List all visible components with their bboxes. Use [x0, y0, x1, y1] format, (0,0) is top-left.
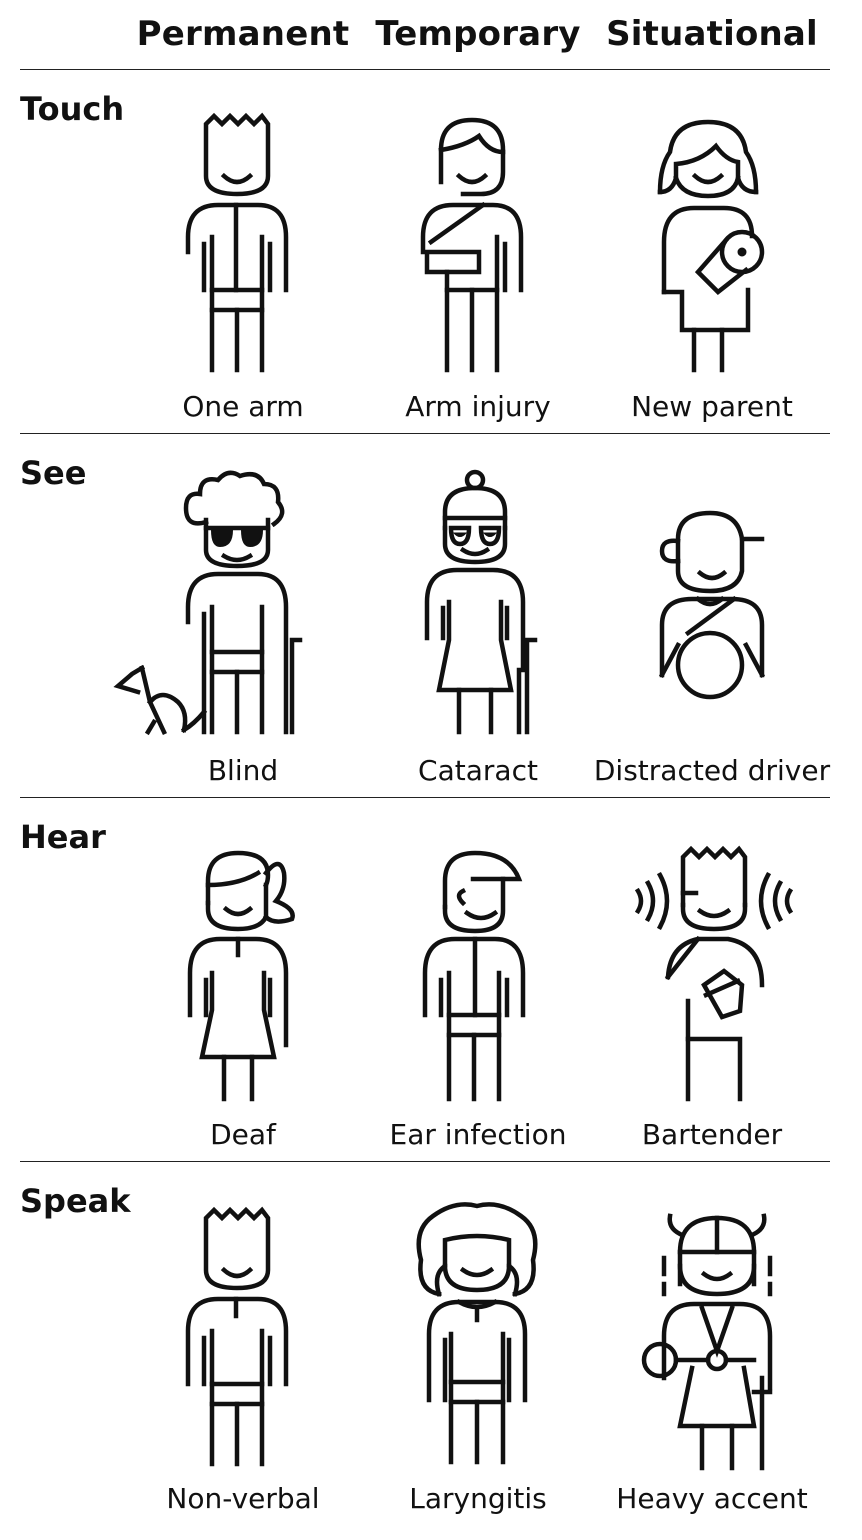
caption-deaf: Deaf [210, 1118, 276, 1151]
laryngitis-icon [416, 1202, 538, 1465]
caption-arm-injury: Arm injury [405, 390, 551, 423]
caption-ear-infection: Ear infection [389, 1118, 567, 1151]
caption-new-parent: New parent [631, 390, 793, 423]
row-header-see: See [20, 454, 87, 492]
deaf-person-icon [187, 850, 295, 1102]
caption-blind: Blind [207, 754, 279, 787]
caption-bartender: Bartender [641, 1118, 783, 1151]
one-arm-icon [185, 112, 289, 373]
non-verbal-icon [185, 1206, 289, 1467]
column-header-permanent: Permanent [136, 14, 350, 54]
bartender-icon [634, 845, 794, 1102]
column-header-temporary: Temporary [375, 14, 581, 54]
row-divider-hear [20, 1161, 830, 1162]
row-divider-touch [20, 433, 830, 434]
caption-one-arm: One arm [182, 390, 304, 423]
ear-infection-icon [422, 850, 526, 1102]
arm-sling-icon [420, 117, 524, 373]
heavy-accent-icon [641, 1213, 773, 1471]
cataract-person-with-cane-icon [424, 469, 538, 735]
row-divider-see [20, 797, 830, 798]
caption-heavy-accent: Heavy accent [616, 1482, 808, 1515]
row-header-touch: Touch [20, 90, 125, 128]
blind-person-with-dog-icon [113, 470, 303, 736]
row-header-hear: Hear [20, 818, 106, 856]
header-divider [20, 69, 830, 70]
caption-non-verbal: Non-verbal [166, 1482, 320, 1515]
caption-cataract: Cataract [418, 754, 538, 787]
parent-with-baby-icon [657, 119, 765, 373]
column-header-situational: Situational [606, 14, 818, 54]
caption-distracted-driver: Distracted driver [593, 754, 831, 787]
row-header-speak: Speak [20, 1182, 131, 1220]
caption-laryngitis: Laryngitis [409, 1482, 547, 1515]
driver-with-steering-wheel-icon [658, 510, 766, 700]
